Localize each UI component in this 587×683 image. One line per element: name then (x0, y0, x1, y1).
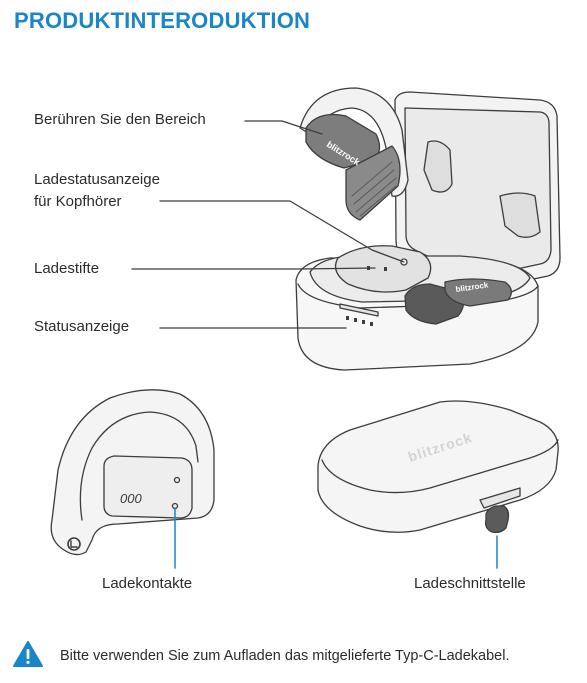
earbud-contacts-view (50, 389, 215, 569)
open-charging-case (295, 91, 561, 371)
earbud-marking-text: 000 (120, 491, 142, 506)
closed-charging-case (317, 400, 559, 569)
touch-area-label: Berühren Sie den Bereich (34, 111, 206, 128)
warning-icon (13, 641, 43, 667)
charge-indicator-label-line1: Ladestatusanzeige (34, 171, 160, 188)
status-indicator-label: Statusanzeige (34, 318, 130, 335)
charge-contacts-caption: Ladekontakte (102, 575, 193, 592)
usage-note: Bitte verwenden Sie zum Aufladen das mit… (60, 648, 510, 664)
earbud-over-case (299, 87, 409, 221)
page-title: PRODUKTINTERODUKTION (14, 8, 311, 33)
charge-port-caption: Ladeschnittstelle (414, 575, 526, 592)
charge-pins-label: Ladestifte (34, 260, 100, 277)
charge-indicator-label-line2: für Kopfhörer (34, 193, 122, 210)
leader-lines (131, 120, 405, 329)
